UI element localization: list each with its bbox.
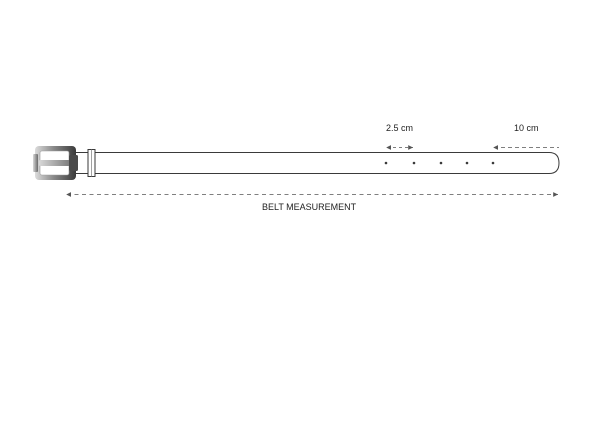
belt-hole (465, 161, 469, 165)
belt-hole (439, 161, 443, 165)
belt-keeper (87, 149, 96, 177)
belt-holes (384, 161, 495, 165)
belt-hole (491, 161, 495, 165)
belt-measurement-label: BELT MEASUREMENT (262, 202, 357, 212)
belt-strap (72, 152, 560, 174)
hole-spacing-label: 2.5 cm (386, 123, 414, 133)
belt-hole (412, 161, 416, 165)
belt-hole (384, 161, 388, 165)
tail-length-label: 10 cm (514, 123, 539, 133)
buckle (33, 146, 78, 180)
